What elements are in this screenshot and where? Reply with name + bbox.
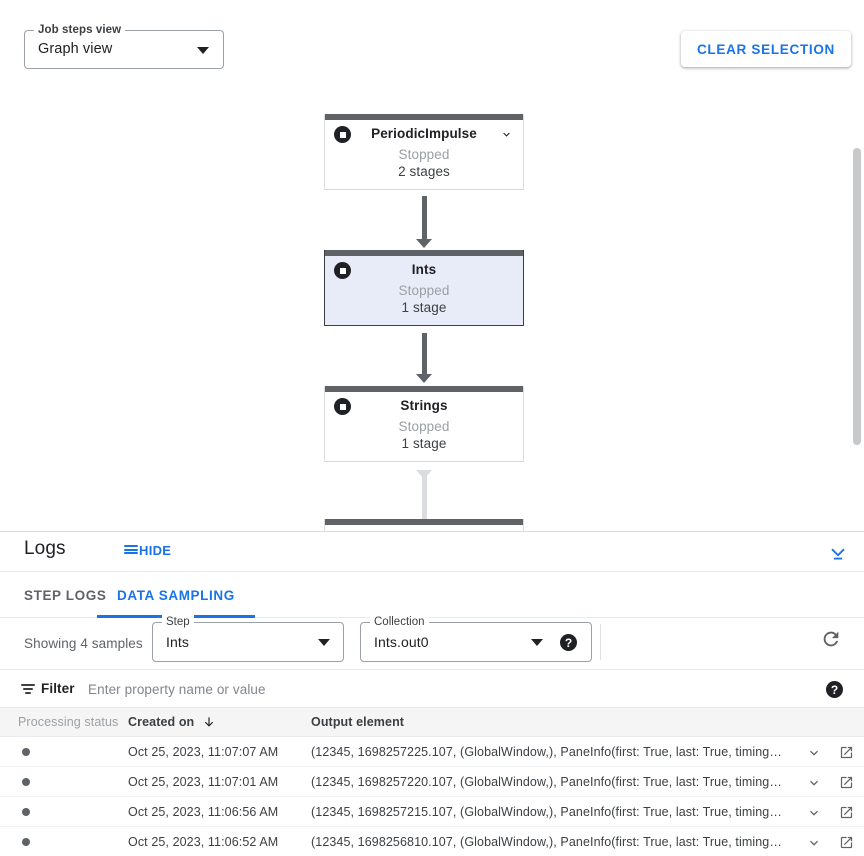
help-circle-icon[interactable]: ? [826, 681, 843, 698]
hide-logs-button[interactable]: HIDE [124, 543, 171, 558]
graph-node-strings[interactable]: Strings Stopped 1 stage [324, 386, 524, 462]
column-header-created-on-label: Created on [128, 715, 195, 729]
logs-tabs: STEP LOGS DATA SAMPLING [0, 572, 864, 618]
collection-select-label: Collection [370, 615, 429, 630]
open-in-new-icon[interactable] [839, 805, 854, 820]
help-circle-icon[interactable]: ? [560, 634, 577, 651]
stop-circle-icon [334, 262, 351, 279]
chevron-down-icon[interactable] [806, 805, 822, 821]
job-steps-view-select[interactable]: Job steps view Graph view [24, 23, 224, 69]
node-status: Stopped [398, 283, 450, 298]
node-top-bar [325, 114, 523, 120]
status-dot-icon [22, 808, 30, 816]
node-top-bar [325, 250, 523, 256]
node-top-bar [325, 519, 523, 525]
node-stages: 1 stage [401, 300, 447, 315]
cell-created-on: Oct 25, 2023, 11:07:01 AM [128, 775, 279, 789]
node-status: Stopped [398, 419, 450, 434]
filter-bar: Filter ? [0, 670, 864, 708]
cell-output-element: (12345, 1698256810.107, (GlobalWindow,),… [311, 835, 782, 849]
tab-step-logs[interactable]: STEP LOGS [24, 587, 107, 603]
caret-down-icon [197, 47, 209, 54]
table-row[interactable]: Oct 25, 2023, 11:06:56 AM (12345, 1698257… [0, 797, 864, 827]
graph-edge-arrow-1 [416, 239, 432, 248]
graph-edge-3 [421, 470, 427, 520]
showing-samples-text: Showing 4 samples [24, 636, 143, 651]
filter-input[interactable] [86, 681, 786, 698]
collection-select-value: Ints.out0 [374, 634, 429, 650]
graph-edge-1 [421, 196, 427, 240]
caret-down-icon [318, 639, 330, 646]
table-row[interactable]: Oct 25, 2023, 11:07:01 AM (12345, 1698257… [0, 767, 864, 797]
open-in-new-icon[interactable] [839, 835, 854, 850]
logs-header: Logs HIDE [0, 532, 864, 572]
tab-data-sampling[interactable]: DATA SAMPLING [97, 572, 255, 618]
arrow-down-icon [202, 715, 216, 729]
graph-edge-arrow-3 [416, 470, 432, 479]
stop-circle-icon [334, 398, 351, 415]
job-steps-view-value: Graph view [38, 41, 113, 57]
graph-edge-arrow-2 [416, 374, 432, 383]
filter-label: Filter [41, 681, 75, 696]
status-dot-icon [22, 838, 30, 846]
node-title: PeriodicImpulse [371, 126, 477, 141]
graph-node-periodicimpulse[interactable]: PeriodicImpulse Stopped 2 stages [324, 114, 524, 190]
chevron-down-icon[interactable] [500, 128, 513, 141]
table-row[interactable]: Oct 25, 2023, 11:07:07 AM (12345, 1698257… [0, 737, 864, 767]
table-row[interactable]: Oct 25, 2023, 11:06:52 AM (12345, 1698256… [0, 827, 864, 856]
column-header-created-on[interactable]: Created on [128, 715, 216, 729]
job-graph-panel: Job steps view Graph view CLEAR SELECTIO… [0, 23, 864, 532]
graph-node-ints[interactable]: Ints Stopped 1 stage [324, 250, 524, 326]
node-status: Stopped [398, 147, 450, 162]
status-dot-icon [22, 778, 30, 786]
cell-created-on: Oct 25, 2023, 11:07:07 AM [128, 745, 279, 759]
samples-table-header: Processing status Created on Output elem… [0, 708, 864, 737]
chevron-down-icon[interactable] [806, 745, 822, 761]
node-stages: 2 stages [398, 164, 450, 179]
graph-edge-2 [421, 333, 427, 375]
logs-panel: Logs HIDE STEP LOGS DATA SAMPLING Showin… [0, 532, 864, 856]
cell-output-element: (12345, 1698257215.107, (GlobalWindow,),… [311, 805, 782, 819]
collapse-panel-button[interactable] [828, 543, 848, 563]
column-header-output-element[interactable]: Output element [311, 715, 405, 729]
stop-circle-icon [334, 126, 351, 143]
graph-vertical-scrollbar[interactable] [853, 148, 861, 445]
samples-table-body: Oct 25, 2023, 11:07:07 AM (12345, 1698257… [0, 737, 864, 856]
open-in-new-icon[interactable] [839, 745, 854, 760]
status-dot-icon [22, 748, 30, 756]
chevron-down-icon[interactable] [806, 835, 822, 851]
column-header-processing-status[interactable]: Processing status [18, 715, 119, 729]
node-title: Ints [411, 262, 437, 277]
caret-down-icon [531, 639, 543, 646]
step-select-label: Step [162, 615, 194, 630]
open-in-new-icon[interactable] [839, 775, 854, 790]
cell-created-on: Oct 25, 2023, 11:06:52 AM [128, 835, 279, 849]
step-select[interactable]: Step Ints [152, 615, 344, 662]
job-steps-view-label: Job steps view [34, 23, 126, 38]
node-top-bar [325, 386, 523, 392]
node-title: Strings [400, 398, 448, 413]
collection-select[interactable]: Collection Ints.out0 ? [360, 615, 592, 662]
list-lines-icon [124, 545, 138, 556]
logs-title: Logs [24, 538, 66, 559]
filter-list-icon [21, 684, 35, 694]
node-stages: 1 stage [401, 436, 447, 451]
clear-selection-button[interactable]: CLEAR SELECTION [680, 31, 851, 67]
sampling-controls-bar: Showing 4 samples [0, 618, 864, 670]
chevron-down-icon[interactable] [806, 775, 822, 791]
cell-output-element: (12345, 1698257225.107, (GlobalWindow,),… [311, 745, 782, 759]
cell-output-element: (12345, 1698257220.107, (GlobalWindow,),… [311, 775, 782, 789]
step-select-value: Ints [166, 634, 189, 650]
controls-divider [600, 624, 601, 660]
refresh-icon[interactable] [820, 628, 842, 650]
graph-node-partial[interactable] [324, 519, 524, 531]
hide-logs-label: HIDE [139, 543, 172, 558]
cell-created-on: Oct 25, 2023, 11:06:56 AM [128, 805, 279, 819]
